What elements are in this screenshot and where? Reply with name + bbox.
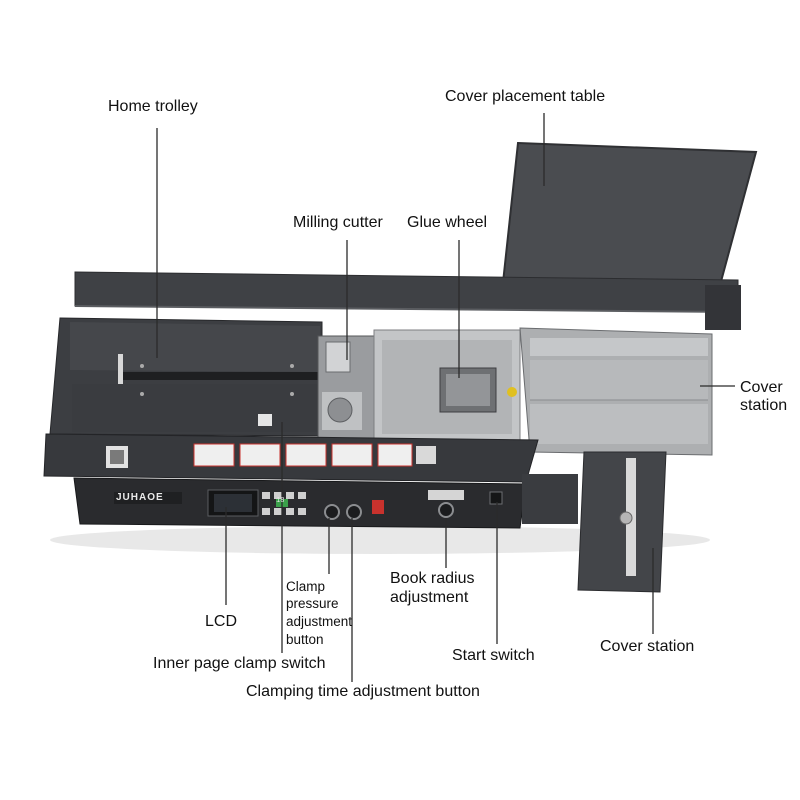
- label-cover-station-right-line1: Cover: [740, 379, 783, 396]
- keypad-button[interactable]: [286, 492, 294, 499]
- cover-station-plate-bottom: [530, 404, 708, 444]
- label-clamp-pressure-line4: button: [286, 632, 324, 647]
- keypad-button[interactable]: [298, 508, 306, 515]
- trolley-screw: [140, 392, 144, 396]
- machine-shadow: [50, 526, 710, 554]
- warning-label: [193, 443, 235, 467]
- label-cover-station-right-line2: station: [740, 397, 788, 414]
- glue-indicator: [507, 387, 517, 397]
- brand-text: JUHAOE: [116, 492, 164, 503]
- home-trolley-lower-plate: [72, 384, 322, 432]
- start-switch[interactable]: [489, 491, 503, 505]
- warning-label: [377, 443, 413, 467]
- clamping-time-knob[interactable]: [346, 504, 362, 520]
- milling-cutter-disc: [327, 397, 353, 423]
- cover-station-plate-middle: [530, 360, 708, 400]
- milling-cutter-head: [325, 341, 351, 373]
- label-glue-wheel: Glue wheel: [407, 214, 488, 231]
- trolley-screw: [290, 392, 294, 396]
- home-trolley-slot: [120, 372, 320, 380]
- keypad-button[interactable]: [286, 508, 294, 515]
- lcd-readout: 18: [276, 497, 285, 505]
- trolley-screw: [290, 364, 294, 368]
- home-trolley-upper-plate: [70, 322, 320, 372]
- cover-station-plate-top: [530, 338, 708, 356]
- trolley-screw: [140, 364, 144, 368]
- keypad-button[interactable]: [262, 492, 270, 499]
- sticker: [258, 414, 272, 426]
- warning-label: [416, 446, 436, 464]
- keypad-button[interactable]: [262, 508, 270, 515]
- label-clamping-time: Clamping time adjustment button: [246, 683, 480, 700]
- label-milling-cutter: Milling cutter: [293, 214, 383, 231]
- label-cover-station-bottom: Cover station: [600, 638, 695, 655]
- warning-label: [331, 443, 373, 467]
- cover-station-lock[interactable]: [619, 511, 633, 525]
- book-radius-plate: [428, 490, 464, 500]
- book-radius-knob[interactable]: [438, 502, 454, 518]
- top-rail-edge: [74, 305, 739, 313]
- label-cover-placement-table: Cover placement table: [445, 88, 606, 105]
- side-base: [522, 474, 578, 524]
- label-inner-page-clamp: Inner page clamp switch: [153, 655, 326, 672]
- brand-badge: [114, 492, 182, 504]
- warning-label: [285, 443, 327, 467]
- label-home-trolley: Home trolley: [108, 98, 198, 115]
- label-lcd: LCD: [205, 613, 238, 630]
- lcd-screen: [214, 494, 252, 512]
- keypad-button[interactable]: [274, 508, 282, 515]
- home-trolley-bar: [118, 354, 123, 394]
- label-book-radius-line1: Book radius: [390, 570, 475, 587]
- label-clamp-pressure-line2: pressure: [286, 596, 339, 611]
- qr-code-inner: [110, 450, 124, 464]
- label-book-radius-line2: adjustment: [390, 589, 469, 606]
- clamp-pressure-knob[interactable]: [324, 504, 340, 520]
- right-rail-block: [705, 285, 741, 330]
- label-start-switch: Start switch: [452, 647, 535, 664]
- control-panel: [73, 477, 527, 529]
- cover-placement-table: [500, 141, 758, 302]
- label-clamp-pressure-line3: adjustment: [286, 614, 353, 629]
- keypad-button[interactable]: [274, 492, 282, 499]
- label-clamp-pressure-line1: Clamp: [286, 579, 326, 594]
- warning-label: [239, 443, 281, 467]
- leader-lines: [156, 113, 735, 682]
- keypad-button[interactable]: [298, 492, 306, 499]
- power-switch[interactable]: [372, 500, 384, 514]
- glue-wheel-roller: [446, 374, 490, 406]
